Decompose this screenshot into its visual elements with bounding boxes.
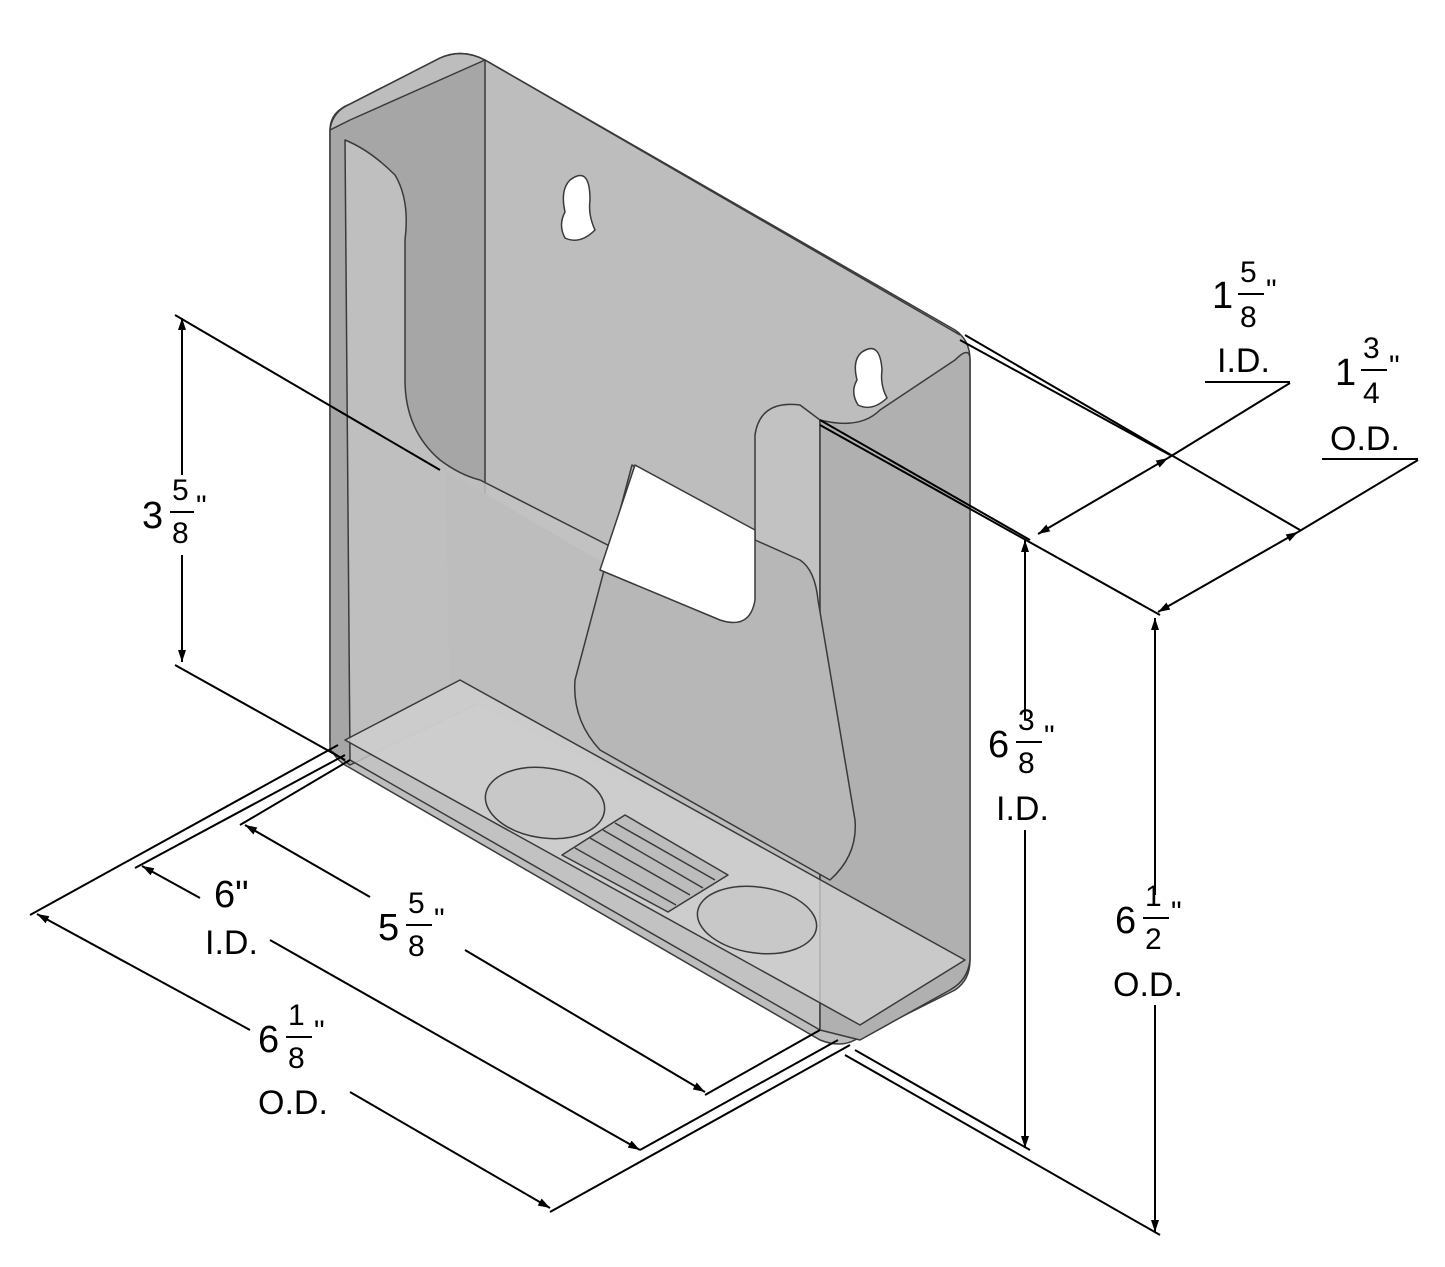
svg-text:6: 6 [1115, 900, 1136, 942]
dim-line-outer-depth [1157, 531, 1299, 613]
dim-line-front-width [244, 824, 371, 898]
dimension-label-inner-height: 6 3 8 " I.D. [988, 704, 1055, 828]
dimension-label-cutout-height: 3 5 8 " [142, 474, 207, 550]
svg-text:5: 5 [408, 887, 425, 920]
svg-text:": " [1044, 720, 1055, 753]
svg-text:8: 8 [172, 517, 189, 550]
svg-text:6: 6 [258, 1019, 279, 1061]
keyhole-slot-upper [560, 174, 596, 241]
svg-text:8: 8 [1240, 301, 1257, 334]
svg-text:6": 6" [214, 874, 249, 916]
svg-text:5: 5 [172, 474, 189, 507]
drain-hole-left [484, 766, 606, 840]
svg-text:1: 1 [1335, 352, 1356, 394]
svg-text:1: 1 [288, 999, 305, 1032]
keyhole-slot-lower [853, 347, 888, 409]
dim-line-outer-width [36, 913, 251, 1031]
dimension-label-outer-height: 6 1 2 " O.D. [1113, 880, 1183, 1004]
dimension-label-outer-width: 6 1 8 " O.D. [258, 999, 328, 1122]
dim-line-inner-width [141, 865, 201, 899]
svg-text:8: 8 [1018, 747, 1035, 780]
drain-hole-right [696, 885, 818, 955]
svg-text:3: 3 [1363, 332, 1380, 365]
svg-text:3: 3 [1018, 704, 1035, 737]
svg-text:": " [1389, 350, 1400, 383]
svg-text:1: 1 [1145, 880, 1162, 913]
svg-text:O.D.: O.D. [1330, 420, 1400, 458]
svg-text:8: 8 [288, 1042, 305, 1075]
brochure-holder [329, 52, 971, 1045]
dimension-label-outer-depth: 1 3 4 " O.D. [1330, 332, 1400, 458]
dimension-label-inner-depth: 1 5 8 " I.D. [1212, 256, 1277, 380]
svg-text:2: 2 [1145, 923, 1162, 956]
right-wall [819, 351, 971, 1041]
dimension-label-inner-width: 6" I.D. [205, 874, 258, 962]
svg-text:": " [196, 490, 207, 523]
dim-line-inner-depth [1037, 457, 1169, 535]
svg-text:I.D.: I.D. [996, 790, 1049, 828]
svg-text:O.D.: O.D. [1113, 966, 1183, 1004]
svg-text:": " [314, 1015, 325, 1048]
svg-text:3: 3 [142, 495, 163, 537]
insert-window [599, 464, 756, 624]
svg-text:8: 8 [408, 930, 425, 963]
svg-text:4: 4 [1363, 377, 1380, 410]
svg-text:1: 1 [1212, 275, 1233, 317]
svg-text:": " [434, 903, 445, 936]
svg-text:": " [1171, 896, 1182, 929]
svg-text:5: 5 [378, 907, 399, 949]
svg-text:O.D.: O.D. [258, 1084, 328, 1122]
ribbed-pad [561, 814, 729, 913]
dimension-lines [29, 314, 1419, 1236]
svg-text:I.D.: I.D. [205, 924, 258, 962]
svg-text:5: 5 [1240, 256, 1257, 289]
dimension-label-front-width: 5 5 8 " [378, 887, 445, 963]
svg-text:6: 6 [988, 724, 1009, 766]
svg-text:I.D.: I.D. [1217, 342, 1270, 380]
top-rim [329, 52, 961, 336]
svg-text:": " [1266, 274, 1277, 307]
